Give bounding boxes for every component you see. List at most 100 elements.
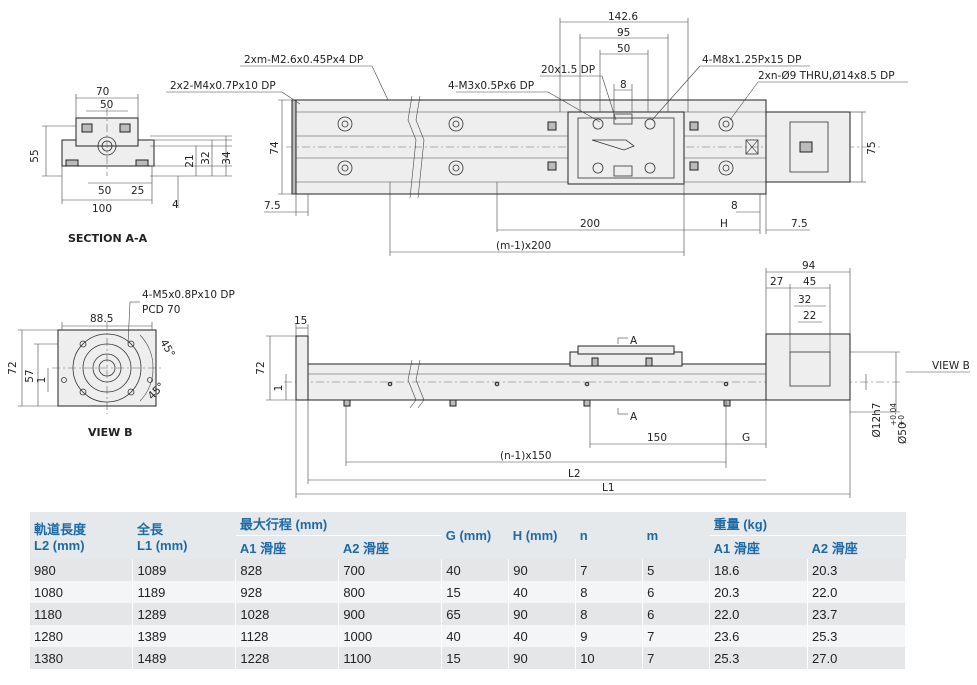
cell-a1: 1128 [235, 625, 340, 647]
dim-200: 200 [580, 218, 600, 230]
cell-weight-a2: 22.0 [807, 581, 906, 603]
cell-a2: 1000 [338, 625, 443, 647]
cell-m: 5 [642, 559, 711, 581]
front-dim-g: G [742, 432, 750, 444]
dim-55: 55 [29, 149, 41, 162]
cell-m: 6 [642, 581, 711, 603]
cell-weight-a1: 25.3 [709, 647, 809, 669]
cell-n: 8 [575, 603, 644, 625]
front-dim-50-tol-down: +0 [897, 415, 906, 426]
front-dim-72: 72 [255, 361, 267, 374]
cell-weight-a1: 20.3 [709, 581, 809, 603]
dim-32: 32 [200, 151, 212, 164]
dim-50-top: 50 [100, 99, 113, 111]
front-dim-n-1-x150: (n-1)x150 [500, 450, 552, 462]
technical-drawing: 70 50 55 50 25 100 21 32 34 4 SECTION A-… [7, 11, 970, 498]
cell-g: 40 [441, 559, 510, 581]
cell-weight-a2: 23.7 [807, 603, 906, 625]
header-stroke-a2: A2 滑座 [338, 535, 442, 559]
callout-m3: 4-M3x0.5Px6 DP [448, 80, 534, 92]
cell-g: 40 [441, 625, 510, 647]
callout-m4: 2x2-M4x0.7Px10 DP [170, 80, 276, 92]
header-stroke: 最大行程 (mm) [235, 512, 442, 536]
view-b-dim-45-upper: 45° [157, 338, 177, 360]
view-b-dim-57: 57 [24, 369, 36, 382]
dim-100: 100 [92, 203, 112, 215]
callout-20x15: 20x1.5 DP [541, 64, 595, 76]
dim-7-5-right: 7.5 [791, 218, 808, 230]
header-g: G (mm) [441, 512, 509, 559]
dim-74: 74 [269, 141, 281, 155]
cell-weight-a1: 22.0 [709, 603, 809, 625]
cell-n: 10 [575, 647, 644, 669]
dim-34: 34 [221, 151, 233, 165]
cell-m: 7 [642, 625, 711, 647]
header-n: n [575, 512, 643, 559]
cell-l1: 1189 [132, 581, 237, 603]
dim-h: H [720, 218, 728, 230]
callout-m8: 4-M8x1.25Px15 DP [702, 54, 801, 66]
dim-8: 8 [731, 200, 738, 212]
cell-a2: 800 [338, 581, 443, 603]
front-view-b-label: VIEW B [932, 360, 970, 372]
dim-m-1-x200: (m-1)x200 [496, 240, 551, 252]
cell-l2: 1280 [30, 625, 134, 647]
header-weight-a2: A2 滑座 [807, 535, 906, 559]
cell-g: 15 [441, 647, 510, 669]
front-dim-150: 150 [647, 432, 667, 444]
header-weight: 重量 (kg) [709, 512, 906, 536]
cell-l1: 1089 [132, 559, 237, 581]
view-b-caption: VIEW B [88, 426, 132, 439]
cell-weight-a2: 27.0 [807, 647, 906, 669]
front-dim-1: 1 [273, 385, 285, 392]
front-dim-27: 27 [770, 276, 783, 288]
dim-50-bottom: 50 [98, 185, 111, 197]
view-b-dim-1: 1 [36, 377, 48, 384]
cell-weight-a2: 25.3 [807, 625, 906, 647]
cell-l2: 1380 [30, 647, 134, 669]
cell-h: 90 [508, 603, 577, 625]
front-dim-94: 94 [802, 260, 816, 272]
view-b-dim-72: 72 [7, 361, 19, 374]
cell-a2: 700 [338, 559, 443, 581]
section-a-a-caption: SECTION A-A [68, 232, 148, 245]
cell-l2: 980 [30, 559, 134, 581]
header-stroke-a1: A1 滑座 [235, 535, 339, 559]
dim-142-6: 142.6 [608, 11, 638, 23]
view-b-pcd: PCD 70 [142, 304, 180, 316]
cell-a1: 1028 [235, 603, 340, 625]
dim-75: 75 [866, 141, 878, 154]
cell-h: 90 [508, 559, 577, 581]
cell-g: 15 [441, 581, 510, 603]
cell-g: 65 [441, 603, 510, 625]
front-dim-50: Ø50 [897, 422, 909, 444]
front-dim-l1: L1 [602, 482, 615, 494]
cell-weight-a1: 18.6 [709, 559, 809, 581]
cell-l1: 1289 [132, 603, 237, 625]
section-a-a-view: 70 50 55 50 25 100 21 32 34 4 SECTION A-… [29, 86, 233, 245]
front-view: A A 15 72 1 [255, 260, 970, 498]
callout-m26: 2xm-M2.6x0.45Px4 DP [244, 54, 363, 66]
cell-n: 9 [575, 625, 644, 647]
front-a-bottom: A [630, 411, 638, 423]
front-dim-l2: L2 [568, 468, 581, 480]
cell-l2: 1180 [30, 603, 134, 625]
dim-95: 95 [617, 27, 630, 39]
dim-7-5-left: 7.5 [264, 200, 281, 212]
cell-l1: 1489 [132, 647, 237, 669]
dim-70: 70 [96, 86, 109, 98]
view-b-callout: 4-M5x0.8Px10 DP [142, 289, 235, 301]
header-weight-a1: A1 滑座 [709, 535, 808, 559]
header-m: m [642, 512, 710, 559]
cell-a1: 928 [235, 581, 340, 603]
top-view: 2xm-M2.6x0.45Px4 DP 2x2-M4x0.7Px10 DP 4-… [166, 11, 908, 256]
cell-a2: 900 [338, 603, 443, 625]
cell-a2: 1100 [338, 647, 443, 669]
